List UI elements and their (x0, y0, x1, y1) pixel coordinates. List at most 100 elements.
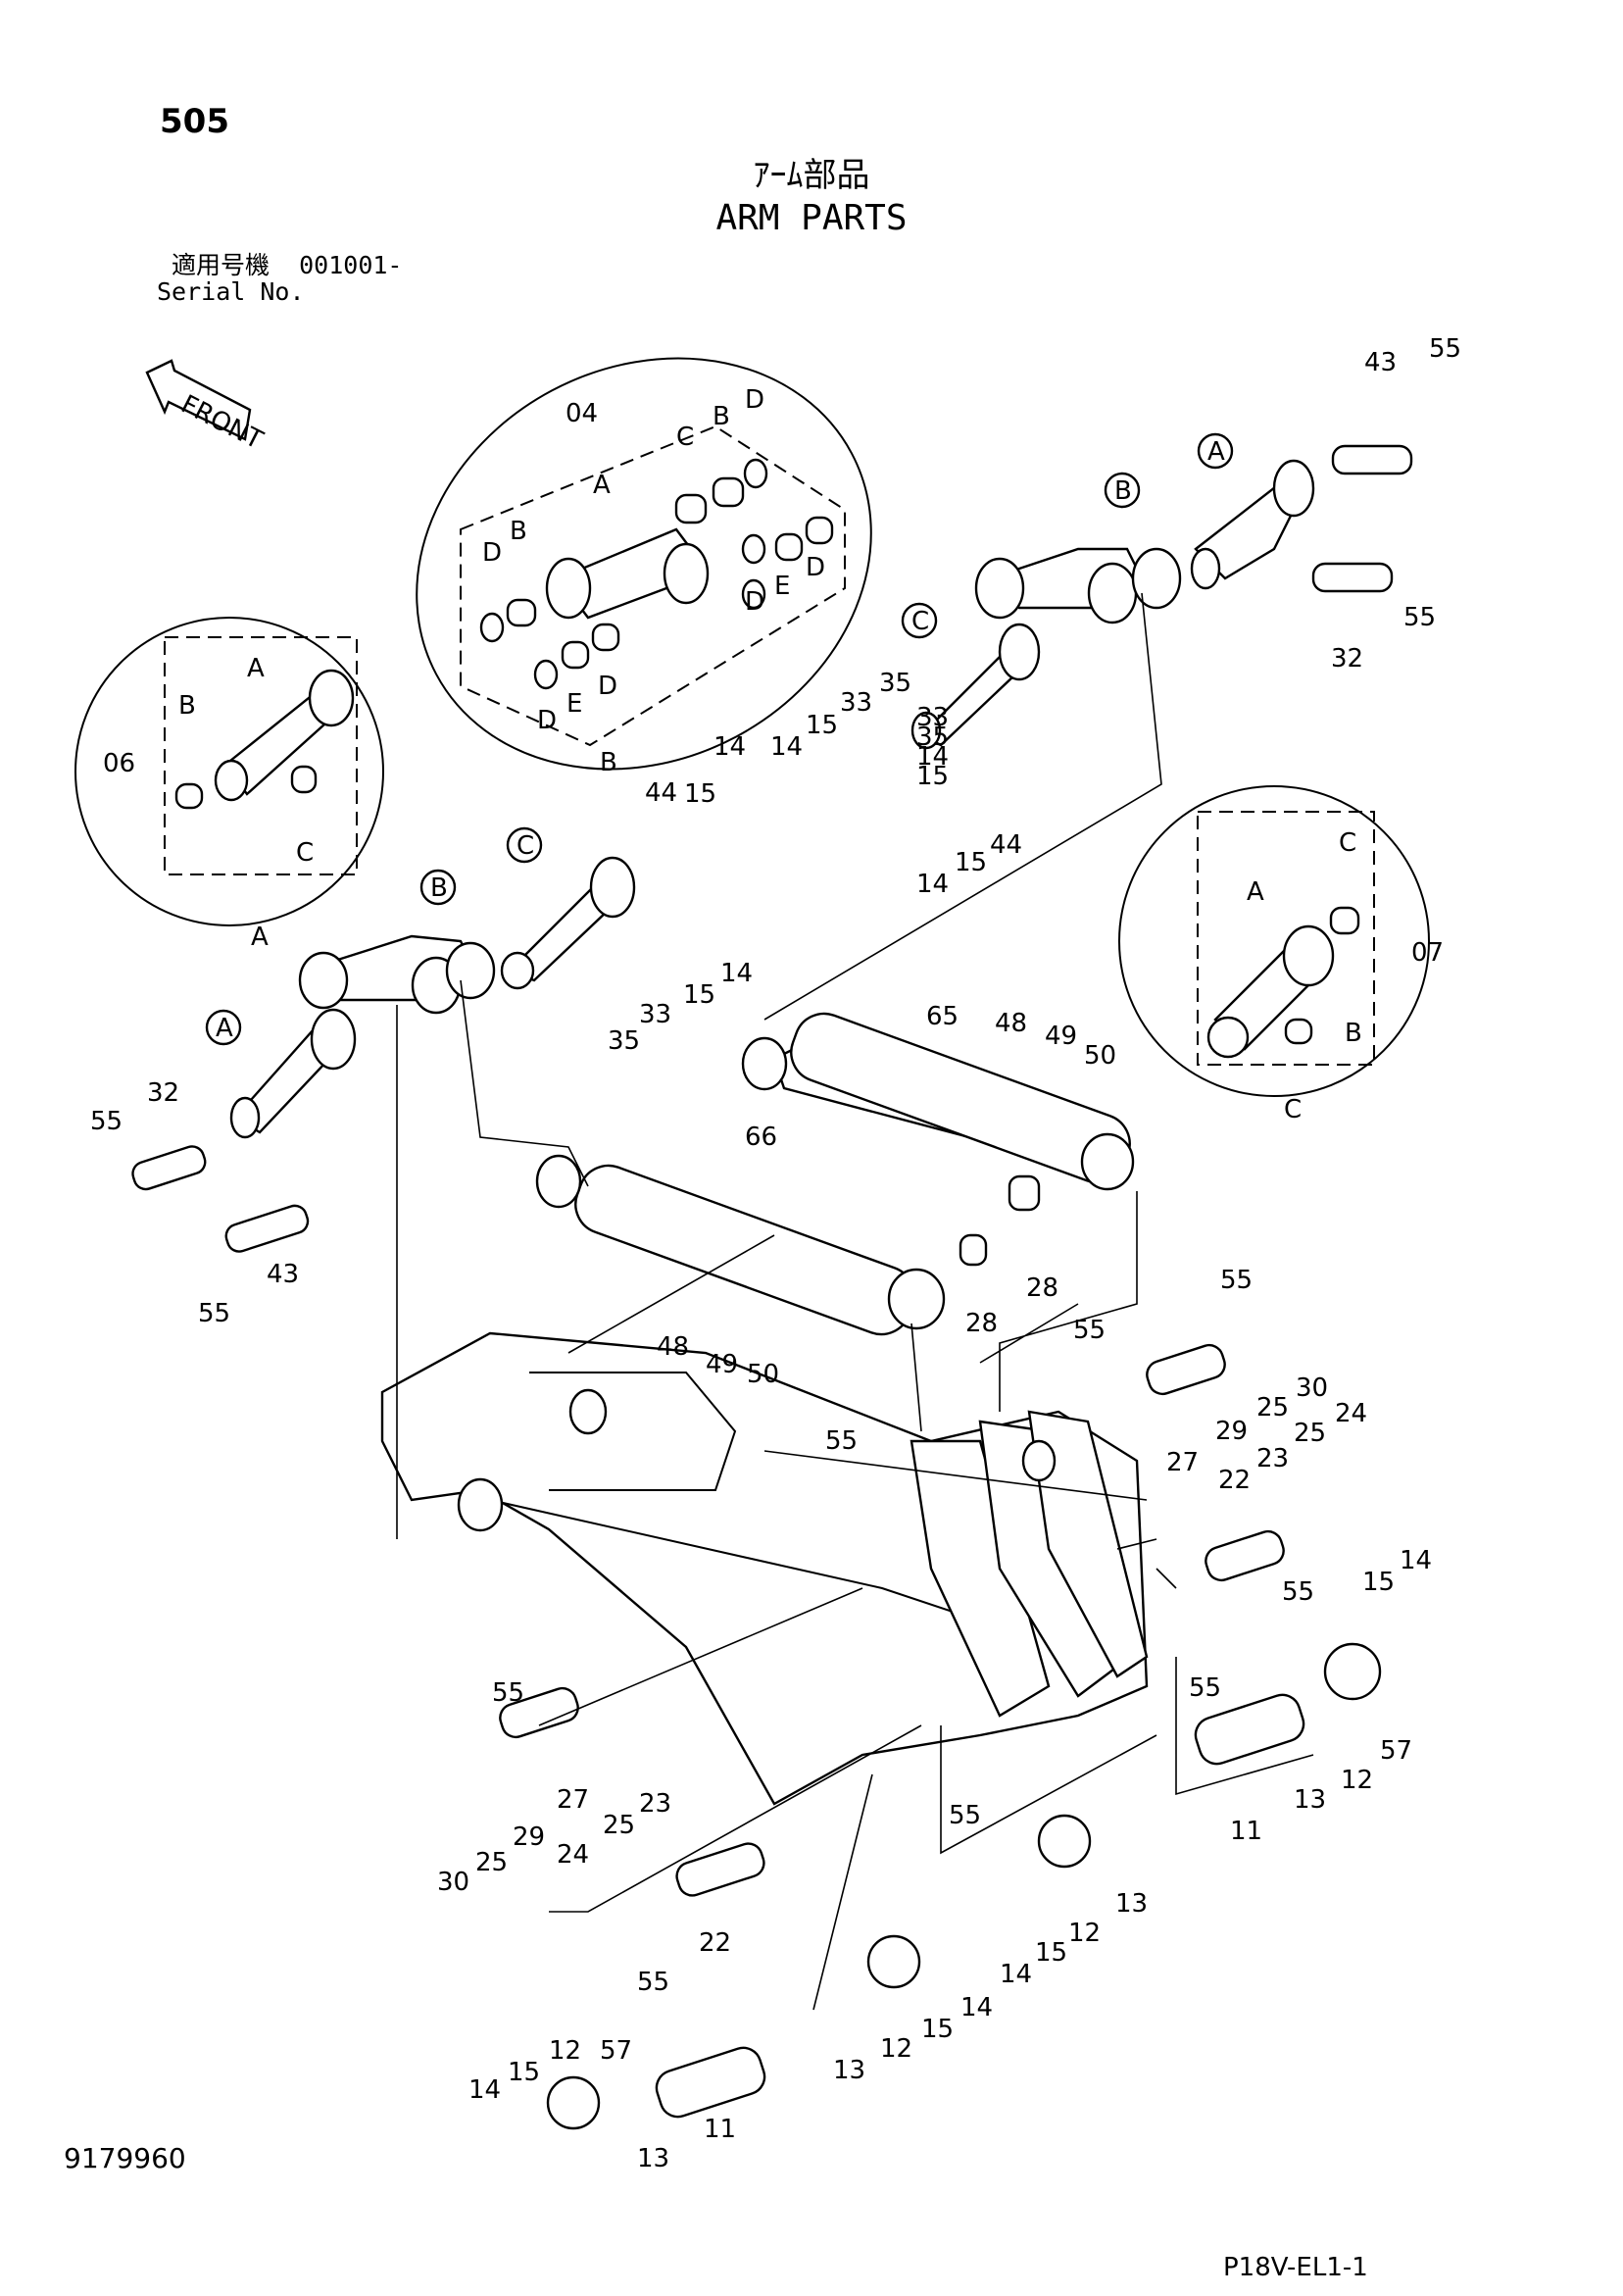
part-label: 49 (1045, 1022, 1077, 1051)
part-label: 55 (1220, 1266, 1253, 1295)
part-label: 11 (704, 2115, 736, 2144)
part-label: 55 (1429, 334, 1461, 364)
detail-circle-c (1118, 785, 1430, 1097)
svg-text:A: A (216, 1014, 233, 1043)
part-label: 35 (916, 723, 949, 752)
svg-text:B: B (430, 873, 448, 903)
detail-b-letter-d4: D (598, 672, 617, 701)
part-label: 12 (1068, 1919, 1101, 1948)
cylinder-66 (535, 1154, 1041, 1336)
detail-b-letter-d6: D (806, 553, 825, 582)
part-label: 15 (508, 2058, 540, 2087)
part-label: 32 (1331, 644, 1363, 674)
part-label: 28 (1026, 1273, 1058, 1303)
part-label: 29 (513, 1822, 545, 1852)
part-label: 50 (747, 1360, 779, 1389)
serial-label-ja: 適用号機 (172, 251, 270, 279)
part-label: 24 (1335, 1399, 1367, 1428)
part-label: 28 (965, 1309, 998, 1338)
detail-b-letter-c: C (676, 423, 694, 452)
part-label: 57 (1380, 1736, 1412, 1766)
part-label: 12 (549, 2036, 581, 2066)
serial-value: 001001- (299, 251, 403, 279)
part-label: 14 (713, 732, 746, 762)
part-label: 15 (1362, 1568, 1395, 1597)
detail-circle-a (74, 617, 384, 926)
callout-c-lower: C (506, 826, 543, 864)
title-english: ARM PARTS (715, 198, 908, 238)
svg-text:B: B (1114, 476, 1132, 506)
detail-c-link (1206, 906, 1360, 1059)
serial-label-japanese: 適用号機 001001- (172, 253, 402, 277)
svg-text:C: C (516, 831, 534, 861)
detail-b-letter-d5: D (745, 587, 764, 617)
title-japanese: ｱｰﾑ部品 (753, 156, 870, 195)
detail-b-letter-a: A (593, 471, 611, 500)
part-label: 14 (960, 1993, 993, 2022)
part-label: 49 (706, 1350, 738, 1379)
detail-b-link (479, 458, 834, 690)
part-label: 14 (720, 959, 753, 988)
detail-a-letter-b: B (178, 691, 196, 721)
part-label: 07 (1411, 938, 1444, 968)
part-label: 44 (990, 830, 1022, 860)
detail-b-letter-b1: B (510, 517, 527, 546)
part-label: 33 (840, 688, 872, 718)
part-label: 13 (637, 2144, 669, 2173)
part-label: 55 (1073, 1316, 1106, 1345)
detail-b-caption: B (600, 748, 617, 777)
svg-text:A: A (1207, 437, 1225, 467)
part-label: 50 (1084, 1041, 1116, 1071)
part-label: 12 (1341, 1766, 1373, 1795)
part-label: 13 (1115, 1889, 1148, 1919)
part-label: 43 (1364, 348, 1397, 377)
serial-label-english: Serial No. (157, 277, 305, 306)
part-label: 15 (916, 762, 949, 791)
detail-b-letter-e2: E (774, 572, 790, 601)
callout-c-upper: C (901, 602, 938, 639)
part-label: 24 (557, 1840, 589, 1870)
callout-a-lower: A (205, 1009, 242, 1046)
part-label: 48 (657, 1332, 689, 1362)
part-label: 14 (916, 870, 949, 899)
detail-b-letter-d3: D (537, 706, 557, 735)
part-label: 14 (916, 742, 949, 772)
part-label: 14 (1400, 1546, 1432, 1575)
detail-b-letter-d2: D (745, 385, 764, 415)
part-label: 04 (566, 399, 598, 428)
part-label: 29 (1215, 1417, 1248, 1446)
callout-a-upper: A (1197, 432, 1234, 470)
detail-b-letter-b2: B (713, 402, 730, 431)
part-label: 14 (1000, 1960, 1032, 1989)
part-label: 55 (825, 1426, 858, 1456)
page-number: 505 (160, 102, 229, 141)
part-label: 66 (745, 1123, 777, 1152)
detail-a-letter-c: C (296, 838, 314, 868)
detail-b-letter-d1: D (482, 538, 502, 568)
front-arrow-icon: FRONT (145, 359, 268, 456)
svg-text:C: C (911, 607, 929, 636)
part-label: 06 (103, 749, 135, 778)
part-label: 25 (1294, 1419, 1326, 1448)
part-label: 57 (600, 2036, 632, 2066)
part-label: 27 (1166, 1448, 1199, 1477)
detail-a-caption: A (251, 923, 269, 952)
part-label: 55 (1403, 603, 1436, 632)
part-label: 23 (1256, 1444, 1289, 1473)
detail-b-letter-e1: E (566, 689, 582, 719)
detail-a-link (174, 669, 355, 810)
detail-c-letter-c: C (1339, 828, 1356, 858)
upper-link-assembly (131, 444, 1413, 1253)
detail-c-letter-b: B (1345, 1019, 1362, 1048)
detail-a-letter-a: A (247, 654, 265, 683)
callout-b-lower: B (419, 869, 457, 906)
part-label: 22 (699, 1928, 731, 1958)
part-label: 55 (1282, 1577, 1314, 1607)
part-label: 35 (879, 669, 911, 698)
callout-b-upper: B (1104, 472, 1141, 509)
detail-circle-b (416, 357, 872, 771)
cylinder-65 (741, 1012, 1135, 1191)
lower-pins (499, 1343, 1382, 2130)
part-label: 13 (833, 2056, 865, 2085)
